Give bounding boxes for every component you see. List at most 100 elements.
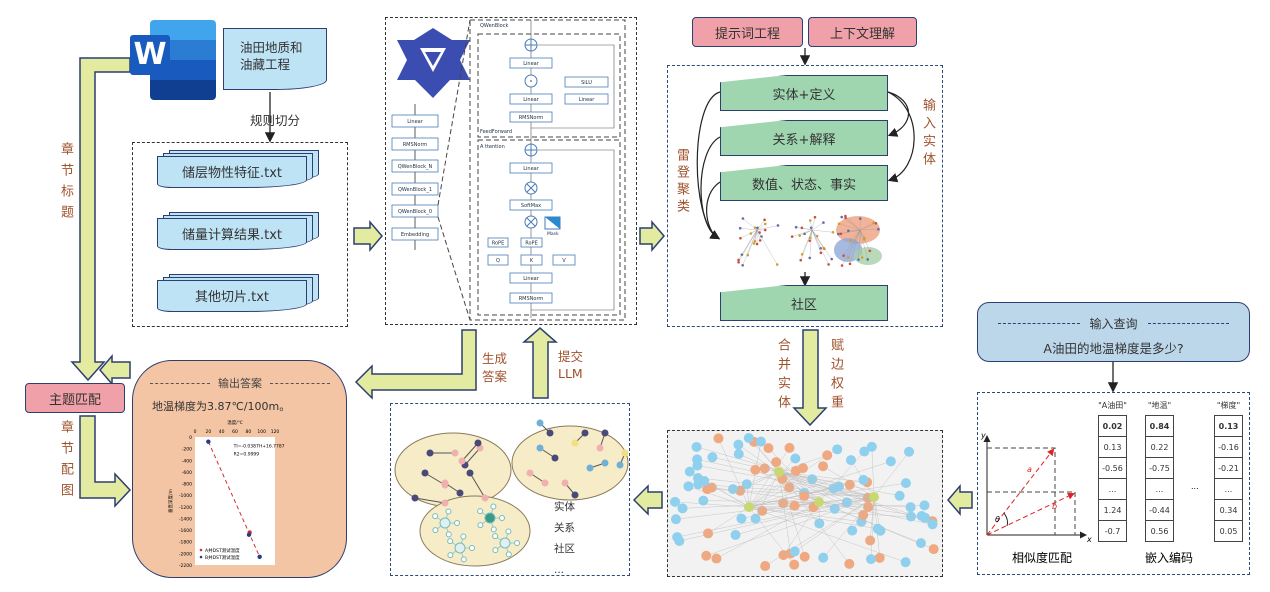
kg-node xyxy=(789,559,800,570)
attn-linear-out-label: Linear xyxy=(523,166,539,172)
stack-linear-box xyxy=(391,114,439,128)
thumb-node xyxy=(749,232,753,235)
thumb-node xyxy=(738,226,742,230)
query-box: 输入查询 A油田的地温梯度是多少? xyxy=(977,302,1250,362)
thumb-node xyxy=(847,256,850,259)
thumb-edge xyxy=(738,229,758,263)
thumb-edge xyxy=(859,229,879,231)
column-header: "A油田" xyxy=(1098,401,1127,410)
community-member-node xyxy=(490,503,497,510)
thumb-node xyxy=(842,254,845,257)
community-member-node xyxy=(490,526,497,533)
kg-node xyxy=(684,466,695,477)
merge-entity-label: 合并实体 xyxy=(775,338,790,414)
kg-node xyxy=(701,550,712,561)
thumb-edge xyxy=(811,229,829,265)
entity-node xyxy=(481,494,489,502)
thumb-node xyxy=(857,258,860,261)
kg-node xyxy=(677,503,688,514)
kg-edge xyxy=(741,501,820,519)
kg-node xyxy=(736,513,747,524)
entity-node xyxy=(441,479,449,487)
community-member-node xyxy=(432,527,439,534)
thumb-node xyxy=(822,246,825,250)
kg-edge xyxy=(776,461,820,503)
merge-arrow xyxy=(792,329,828,427)
community-member-node xyxy=(460,533,467,540)
file-slice[interactable]: 储层物性特征.txt xyxy=(157,150,319,192)
kg-node xyxy=(865,535,876,546)
answer-text: 地温梯度为3.87℃/100m。 xyxy=(152,400,291,413)
file-slice[interactable]: 储量计算结果.txt xyxy=(157,212,319,254)
community-member-node xyxy=(492,533,499,540)
thumb-edge xyxy=(742,229,758,266)
kg-node xyxy=(670,514,681,525)
rope-k-box xyxy=(520,237,543,248)
kg-node xyxy=(698,495,709,506)
thumb-edge xyxy=(841,216,861,231)
kg-node xyxy=(755,436,766,447)
y-tick-label: -1000 xyxy=(179,493,192,499)
thumb-node xyxy=(760,235,763,238)
section-label: QWenBlock xyxy=(480,23,508,29)
relation-explanation-box: 关系+解释 xyxy=(720,120,888,156)
thumb-node xyxy=(840,264,844,267)
thumb-node xyxy=(741,263,744,267)
community-member-node xyxy=(460,556,467,563)
kg-hub-node xyxy=(814,497,824,507)
community-ellipse xyxy=(511,425,629,501)
input-entity-label: 输入实体 xyxy=(920,98,935,170)
kg-node xyxy=(833,481,844,492)
entity-node xyxy=(596,444,604,452)
thumb-edge xyxy=(845,215,861,231)
key-box xyxy=(520,254,543,266)
kg-edge xyxy=(748,461,891,508)
embedding-value: 0.22 xyxy=(1145,436,1174,458)
thumb-edge xyxy=(799,229,813,236)
legend-label: B井DST测试温度 xyxy=(205,554,240,561)
angle-label: θ xyxy=(995,515,1000,524)
thumb-node xyxy=(839,232,843,236)
kg-node xyxy=(859,446,870,457)
entity-node xyxy=(571,491,579,499)
relation-edge xyxy=(461,442,479,462)
legend-marker xyxy=(199,555,203,559)
kg-edge xyxy=(778,471,805,494)
multiply-icon-lines xyxy=(526,217,536,227)
kg-edge xyxy=(778,455,828,473)
plus-icon-lines xyxy=(525,39,537,51)
community-member-node xyxy=(469,545,475,551)
community-member-node xyxy=(447,538,454,545)
x-tick-label: 0 xyxy=(194,429,197,435)
x-axis-title: 温度/℃ xyxy=(227,419,243,426)
split-label: 规则切分 xyxy=(250,113,301,128)
tag-context-understanding: 上下文理解 xyxy=(808,17,917,47)
thumb-edge xyxy=(845,217,861,231)
query-text[interactable]: A油田的地温梯度是多少? xyxy=(1043,341,1184,356)
plus-icon-lines xyxy=(525,144,537,156)
thumb-node xyxy=(808,256,812,260)
thumb-node xyxy=(819,247,822,250)
kg-node xyxy=(866,441,877,452)
thumb-node xyxy=(847,229,850,233)
attn-linear-in-box xyxy=(509,272,553,284)
embedding-panel xyxy=(977,392,1250,575)
kg-edge xyxy=(698,483,875,498)
ff-rmsnorm-label: RMSNorm xyxy=(519,115,544,121)
thumb-edge xyxy=(811,222,824,231)
kg-edge xyxy=(748,487,790,508)
kg-edge xyxy=(748,470,796,508)
kg-node xyxy=(927,519,938,530)
trendline xyxy=(207,441,261,558)
file-slice[interactable]: 其他切片.txt xyxy=(157,274,319,316)
thumb-node xyxy=(877,227,880,231)
vector-a xyxy=(986,448,1055,536)
thumb-edge xyxy=(840,229,861,234)
kg-edge xyxy=(738,453,780,473)
chapter-figure-label: 章节配图 xyxy=(58,420,73,504)
thumb-edge xyxy=(858,229,861,260)
leiden-graph-thumbnails xyxy=(737,214,882,267)
